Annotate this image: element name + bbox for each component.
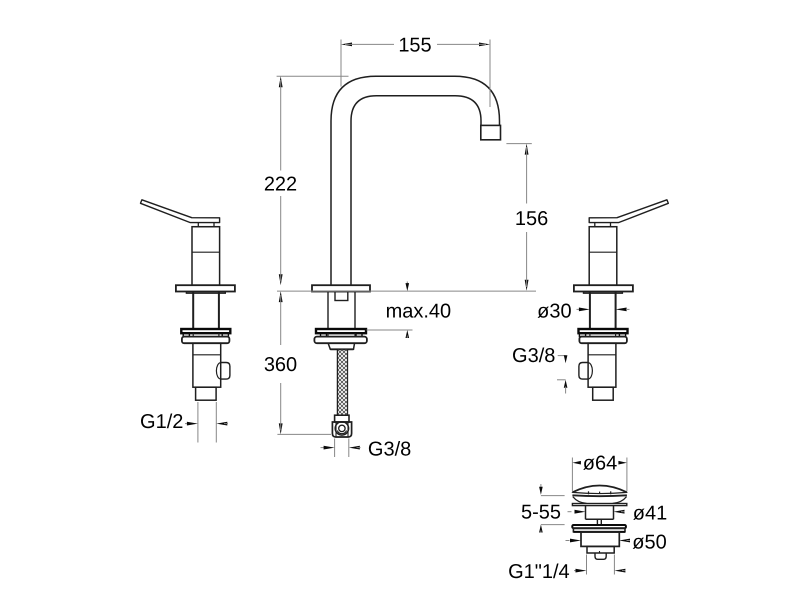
svg-text:max.40: max.40 [386, 301, 452, 323]
svg-text:G1"1/4: G1"1/4 [508, 561, 570, 583]
svg-text:156: 156 [515, 208, 548, 230]
svg-text:G1/2: G1/2 [140, 411, 183, 433]
svg-text:ø50: ø50 [632, 532, 666, 554]
svg-text:155: 155 [398, 35, 431, 57]
svg-text:ø64: ø64 [583, 453, 617, 475]
svg-text:222: 222 [264, 173, 297, 195]
svg-text:G3/8: G3/8 [368, 438, 411, 460]
svg-text:5-55: 5-55 [521, 501, 561, 523]
svg-text:ø30: ø30 [537, 301, 571, 323]
svg-text:ø41: ø41 [633, 503, 667, 525]
svg-text:360: 360 [264, 354, 297, 376]
svg-text:G3/8: G3/8 [512, 345, 555, 367]
